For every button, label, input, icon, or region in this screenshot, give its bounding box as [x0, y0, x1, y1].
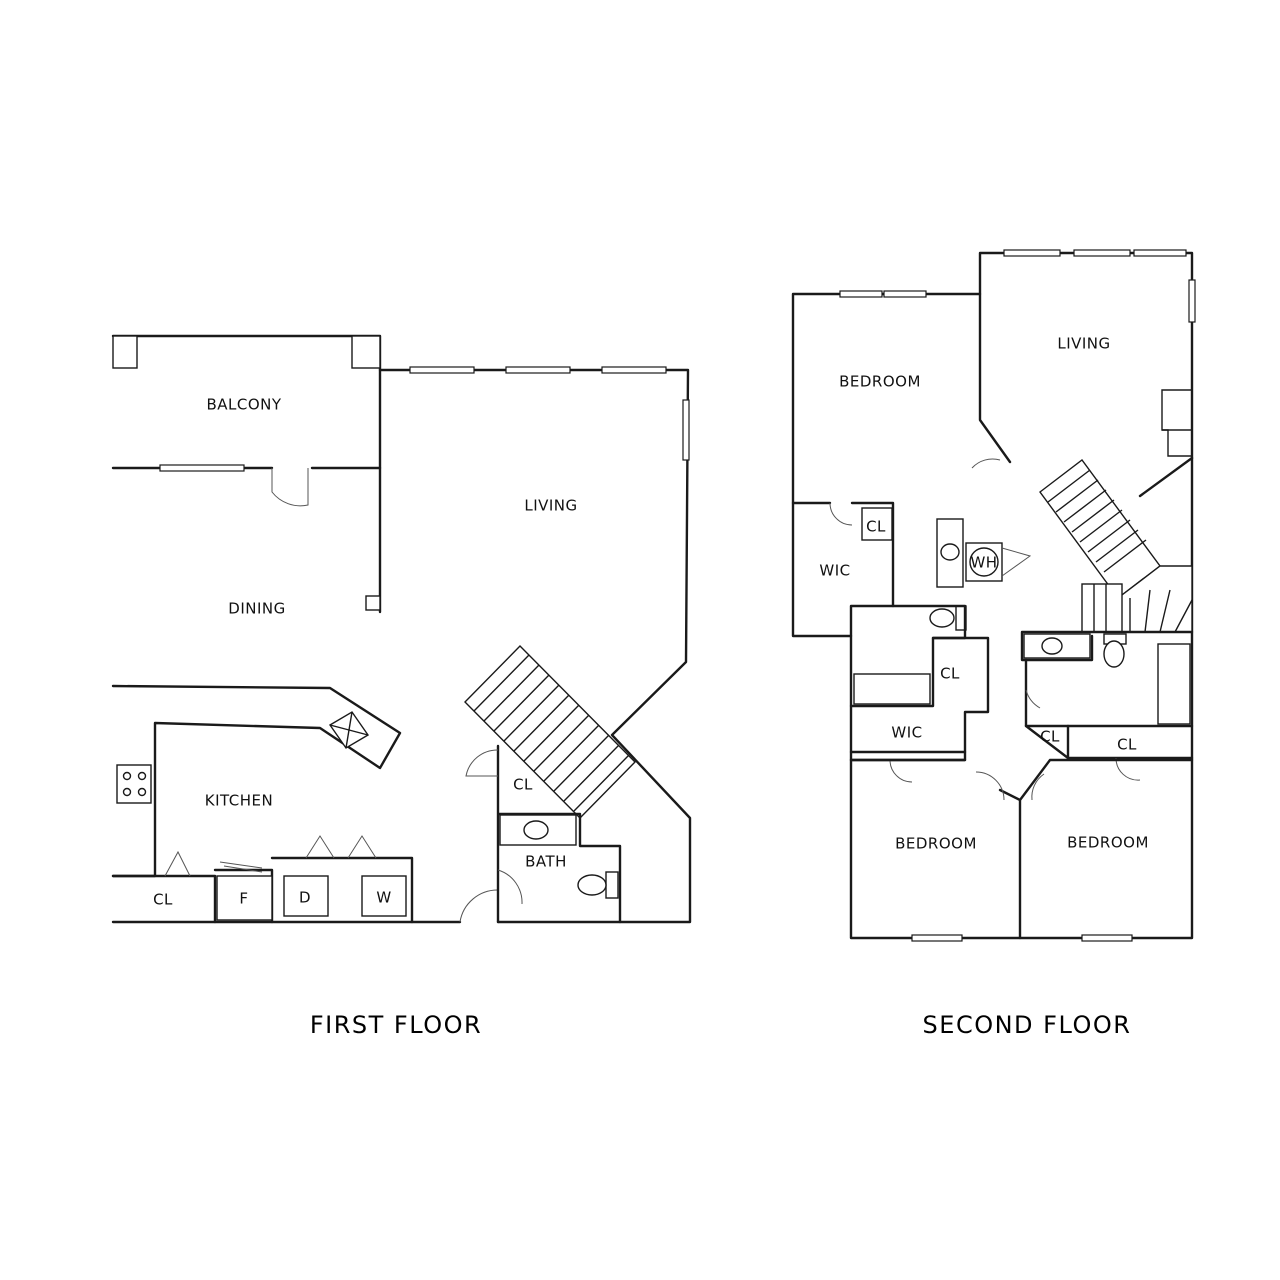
first-floor-plan: BALCONY LIVING DINING KITCHEN CL F D W C…	[111, 334, 692, 1039]
label-water-heater: WH	[970, 554, 997, 572]
fridge	[216, 875, 273, 921]
balcony-post-left	[112, 335, 138, 369]
label-closet-stair: CL	[513, 776, 533, 794]
living-divider	[978, 292, 1012, 464]
label-living: LIVING	[524, 497, 577, 515]
first-floor-stairs	[464, 645, 636, 819]
living-window-2	[505, 366, 571, 374]
label-balcony: BALCONY	[206, 396, 281, 414]
living-window-1	[409, 366, 475, 374]
sliding-door	[159, 464, 245, 472]
label-washer: W	[376, 889, 391, 907]
second-floor-plan: BEDROOM LIVING WIC CL WH CL WIC CL CL BE…	[791, 249, 1196, 1039]
tub-right	[1157, 643, 1191, 725]
label-dining: DINING	[228, 600, 285, 618]
caption-first-floor: FIRST FLOOR	[310, 1011, 482, 1039]
label-wic-top: WIC	[819, 562, 850, 580]
fireplace	[1161, 389, 1192, 457]
label-closet-hall: CL	[940, 665, 960, 683]
bath-wall	[496, 744, 622, 924]
tub-left	[853, 673, 931, 705]
label-dryer: D	[299, 889, 311, 907]
label-bedroom-right: BEDROOM	[1067, 834, 1149, 852]
entry-door-swing	[459, 889, 499, 923]
label-bedroom-left: BEDROOM	[895, 835, 977, 853]
label-closet-right-a: CL	[1040, 728, 1060, 746]
toilet-tank	[605, 871, 619, 899]
label-fridge: F	[239, 890, 248, 908]
water-heater-closet	[965, 542, 1003, 582]
label-bath: BATH	[525, 853, 567, 871]
second-floor-stairs	[1039, 459, 1193, 633]
living-window-3	[601, 366, 667, 374]
balcony-door-swing	[271, 468, 309, 507]
label-closet-right-b: CL	[1117, 736, 1137, 754]
caption-second-floor: SECOND FLOOR	[923, 1011, 1132, 1039]
label-wic-mid: WIC	[891, 724, 922, 742]
washer	[361, 875, 407, 917]
second-floor-exterior-wall	[791, 251, 1194, 940]
balcony-post-right	[351, 335, 381, 369]
bath-vanity	[499, 814, 577, 846]
closet-top	[861, 507, 893, 541]
stove	[116, 764, 152, 804]
label-closet-top: CL	[866, 518, 886, 536]
label-bedroom-top: BEDROOM	[839, 373, 921, 391]
kitchen-counter	[111, 684, 402, 878]
dryer	[283, 875, 329, 917]
living-window-side	[682, 399, 690, 461]
label-kitchen: KITCHEN	[205, 792, 274, 810]
column	[365, 595, 381, 611]
label-living-2f: LIVING	[1057, 335, 1110, 353]
first-floor-exterior-wall	[111, 334, 692, 924]
label-closet-entry: CL	[153, 891, 173, 909]
toilet	[577, 874, 607, 896]
